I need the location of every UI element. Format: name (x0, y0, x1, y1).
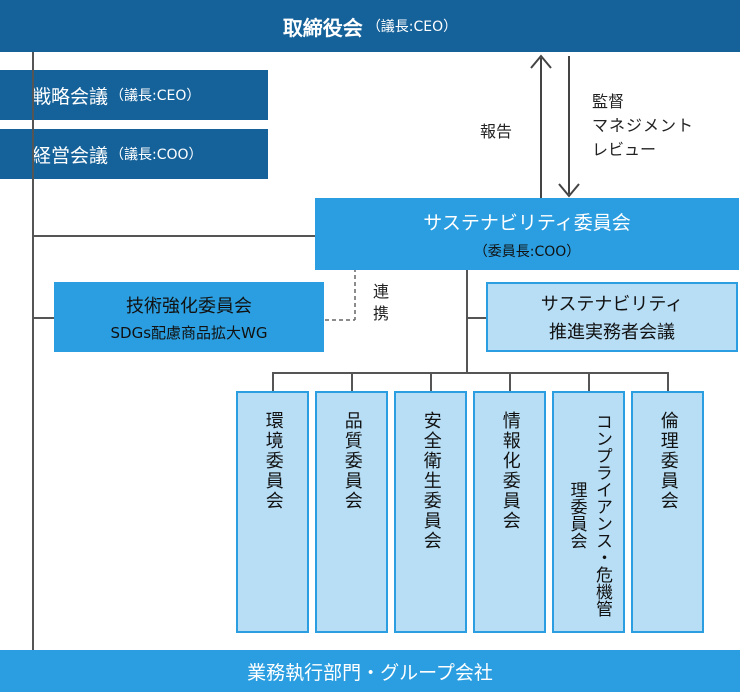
supervise-label-line2: マネジメント (592, 116, 695, 135)
subcommittee-label: コンプライアンス・危機管理委員会 (566, 413, 613, 617)
report-arrow-head (530, 54, 552, 69)
branch-line-promotion (466, 317, 486, 319)
subcommittee-drop-4 (509, 372, 511, 392)
branch-line-sustainability (32, 235, 316, 237)
tech-committee-title: 技術強化委員会 (126, 295, 252, 317)
supervise-arrow-head (558, 183, 580, 198)
subcommittee-environment: 環境委員会 (236, 391, 309, 633)
subcommittee-quality: 品質委員会 (315, 391, 388, 633)
branch-line-tech (32, 317, 54, 319)
subcommittee-label: 情報化委員会 (499, 411, 521, 531)
promotion-meeting-box: サステナビリティ 推進実務者会議 (486, 282, 738, 352)
central-trunk-line (466, 270, 468, 372)
link-label-2: 携 (373, 304, 390, 323)
subcommittee-drop-1 (272, 372, 274, 392)
sustainability-committee-box: サステナビリティ委員会 （委員長:COO） (315, 198, 739, 270)
supervise-label-line3: レビュー (592, 140, 657, 159)
left-trunk-line (32, 52, 34, 650)
subcommittee-drop-5 (588, 372, 590, 392)
subcommittee-compliance-risk: コンプライアンス・危機管理委員会 (552, 391, 625, 633)
link-label-1: 連 (373, 282, 390, 301)
subcommittee-label: 品質委員会 (341, 411, 363, 511)
strategy-meeting-note: （議長:CEO） (110, 88, 201, 104)
subcommittee-ethics: 倫理委員会 (631, 391, 704, 633)
promotion-meeting-line2: 推進実務者会議 (549, 322, 675, 343)
strategy-meeting-box: 戦略会議 （議長:CEO） (0, 70, 268, 120)
board-note: （議長:CEO） (366, 19, 458, 35)
subcommittee-it: 情報化委員会 (473, 391, 546, 633)
report-label: 報告 (480, 122, 513, 141)
promotion-meeting-line1: サステナビリティ (540, 294, 684, 315)
sustainability-committee-note: （委員長:COO） (473, 243, 581, 260)
management-meeting-note: （議長:COO） (110, 147, 203, 163)
subcommittee-label: 倫理委員会 (657, 411, 679, 511)
tech-committee-box: 技術強化委員会 SDGs配慮商品拡大WG (54, 282, 324, 352)
subcommittee-label: 環境委員会 (262, 411, 284, 511)
footer-box: 業務執行部門・グループ会社 (0, 650, 740, 692)
footer-title: 業務執行部門・グループ会社 (247, 661, 493, 684)
management-meeting-title: 経営会議 (32, 144, 109, 167)
subcommittee-safety-health: 安全衛生委員会 (394, 391, 467, 633)
tech-committee-sub: SDGs配慮商品拡大WG (110, 323, 268, 342)
board-box: 取締役会 （議長:CEO） (0, 0, 740, 52)
subcommittee-drop-3 (430, 372, 432, 392)
subcommittee-drop-2 (351, 372, 353, 392)
strategy-meeting-title: 戦略会議 (32, 85, 109, 108)
subcommittee-bus-line (272, 372, 668, 374)
subcommittee-drop-6 (667, 372, 669, 392)
management-meeting-box: 経営会議 （議長:COO） (0, 129, 268, 179)
board-title: 取締役会 (282, 15, 363, 40)
sustainability-committee-title: サステナビリティ委員会 (423, 211, 631, 234)
subcommittee-label: 安全衛生委員会 (420, 411, 442, 551)
supervise-label-line1: 監督 (592, 92, 625, 111)
